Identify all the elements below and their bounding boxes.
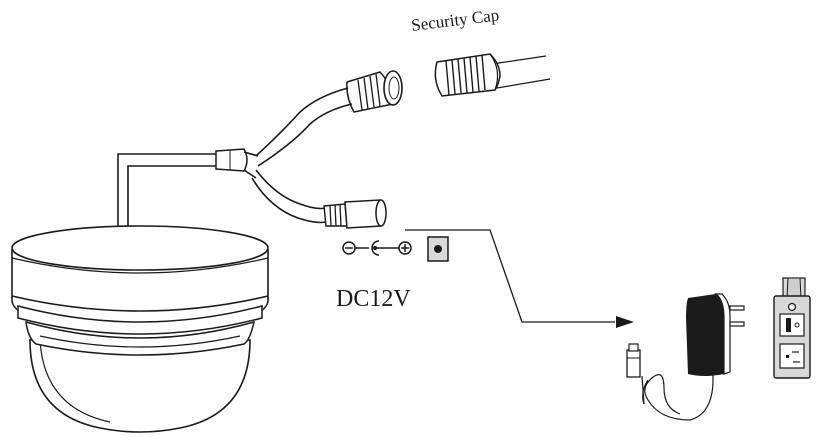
arrow-right-icon bbox=[405, 229, 634, 328]
dc-voltage-label: DC12V bbox=[336, 286, 411, 312]
power-adapter bbox=[626, 293, 745, 421]
security-cap-label: Security Cap bbox=[410, 5, 500, 35]
wall-outlet bbox=[773, 277, 811, 379]
cable-splitter bbox=[117, 148, 259, 230]
security-cap bbox=[434, 53, 551, 97]
dc-jack-icon bbox=[427, 236, 449, 262]
network-connector bbox=[255, 70, 403, 167]
dome-camera bbox=[11, 225, 269, 433]
power-connector bbox=[251, 169, 387, 229]
polarity-symbol-icon bbox=[342, 240, 412, 256]
